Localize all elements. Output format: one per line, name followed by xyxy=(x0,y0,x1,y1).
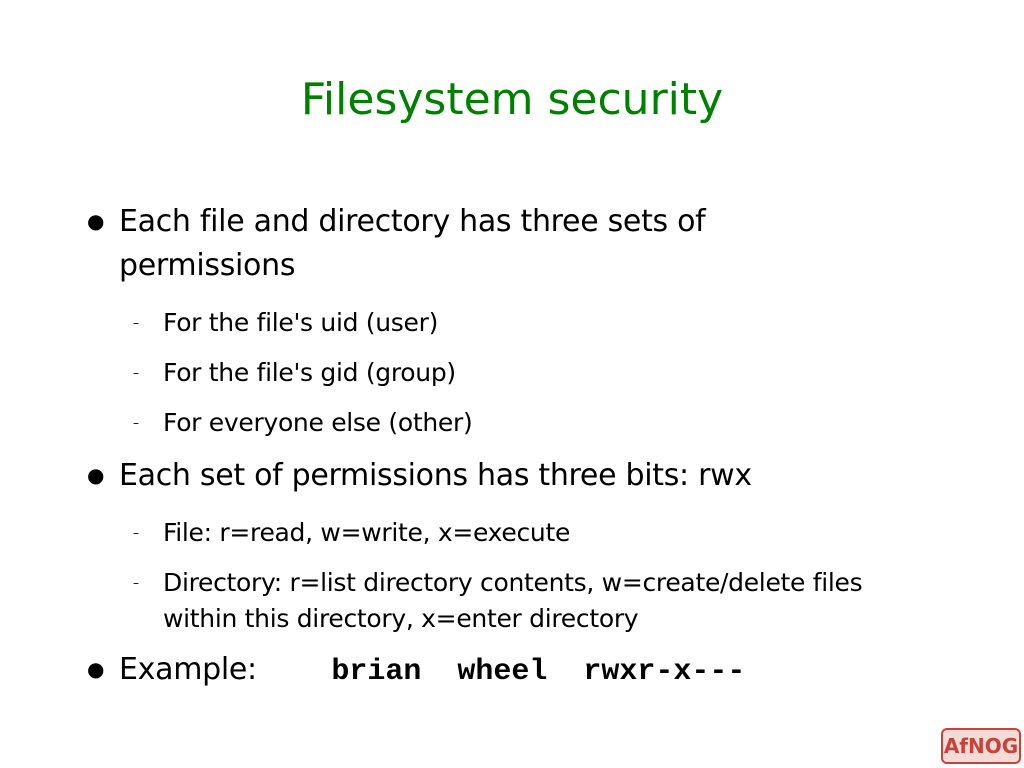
bullet-continuation: permissions xyxy=(119,243,295,288)
bullet-text: permissions xyxy=(119,248,296,283)
dash-icon: – xyxy=(133,416,139,430)
bullet-text: Each file and directory has three sets o… xyxy=(119,204,706,239)
bullet-item: ● Each set of permissions has three bits… xyxy=(87,453,752,498)
bullet-item: ● Each file and directory has three sets… xyxy=(87,199,706,244)
dash-icon: – xyxy=(133,366,139,380)
slide-title: Filesystem security xyxy=(300,74,724,125)
example-label: Example: xyxy=(119,652,257,687)
sub-item: – For the file's uid (user) xyxy=(133,305,439,341)
bullet-icon: ● xyxy=(87,463,105,487)
bullet-icon: ● xyxy=(87,209,105,233)
sub-item: – File: r=read, w=write, x=execute xyxy=(133,515,571,551)
bullet-icon: ● xyxy=(87,657,105,681)
dash-icon: – xyxy=(133,526,139,540)
sub-item: – For everyone else (other) xyxy=(133,405,473,441)
bullet-text: Each set of permissions has three bits: … xyxy=(119,458,752,493)
sub-continuation: within this directory, x=enter directory xyxy=(163,601,639,637)
sub-text: within this directory, x=enter directory xyxy=(163,604,639,633)
dash-icon: – xyxy=(133,576,139,590)
example-code: brian wheel rwxr-x--- xyxy=(331,655,746,689)
afnog-logo: AfNOG xyxy=(941,728,1021,764)
sub-text: File: r=read, w=write, x=execute xyxy=(163,518,571,547)
sub-item: – For the file's gid (group) xyxy=(133,355,456,391)
dash-icon: – xyxy=(133,316,139,330)
sub-item: – Directory: r=list directory contents, … xyxy=(133,565,863,601)
bullet-item: ● Example: brian wheel rwxr-x--- xyxy=(87,647,746,695)
sub-text: For the file's gid (group) xyxy=(163,358,456,387)
sub-text: Directory: r=list directory contents, w=… xyxy=(163,568,863,597)
sub-text: For everyone else (other) xyxy=(163,408,473,437)
sub-text: For the file's uid (user) xyxy=(163,308,439,337)
